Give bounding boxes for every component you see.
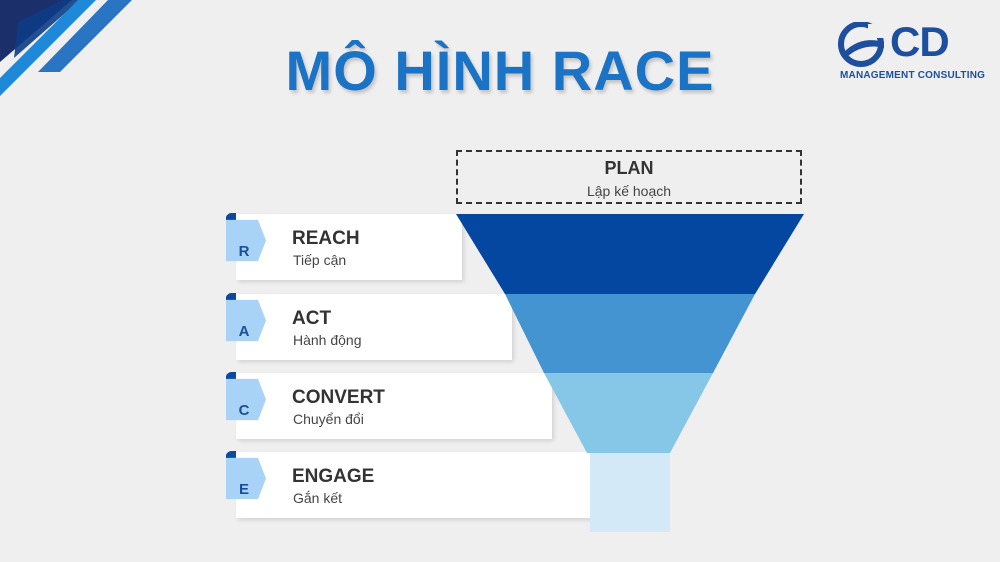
logo-icon	[838, 22, 886, 67]
stage-subtitle: Chuyển đổi	[293, 411, 364, 427]
funnel-segment-reach	[456, 214, 804, 294]
plan-label: PLAN	[604, 158, 654, 178]
stage-subtitle: Hành động	[293, 332, 362, 348]
stage-tab-r	[226, 213, 266, 262]
stage-row-reach: REACH Tiếp cận	[236, 214, 462, 280]
stage-row-convert: CONVERT Chuyển đổi	[236, 373, 552, 439]
stage-letter: A	[238, 323, 250, 340]
plan-box: PLAN Lập kế hoạch	[456, 150, 802, 204]
logo-tagline: MANAGEMENT CONSULTING	[840, 70, 986, 81]
stage-label: CONVERT	[292, 387, 385, 408]
funnel-segment-act	[505, 294, 755, 373]
funnel-segment-engage	[590, 453, 670, 532]
stage-tab-a	[226, 293, 266, 342]
stage-label: ENGAGE	[292, 466, 375, 487]
stage-letter: C	[238, 402, 250, 419]
logo-name: CD	[890, 18, 950, 65]
corner-decoration	[0, 0, 132, 96]
stage-label: REACH	[292, 228, 360, 249]
stage-subtitle: Gắn kết	[293, 490, 343, 506]
page-title: MÔ HÌNH RACE	[285, 39, 715, 102]
stage-row-act: ACT Hành động	[236, 294, 512, 360]
stage-letter: R	[238, 243, 250, 260]
stage-tab-c	[226, 372, 266, 421]
funnel-segment-convert	[544, 373, 713, 453]
stage-letter: E	[238, 481, 249, 498]
stage-subtitle: Tiếp cận	[293, 252, 347, 268]
company-logo: CD MANAGEMENT CONSULTING	[838, 18, 985, 86]
stage-label: ACT	[292, 308, 332, 329]
stage-row-engage: ENGAGE Gắn kết	[236, 452, 592, 518]
stage-tab-e	[226, 451, 266, 500]
plan-subtitle: Lập kế hoạch	[586, 183, 672, 199]
